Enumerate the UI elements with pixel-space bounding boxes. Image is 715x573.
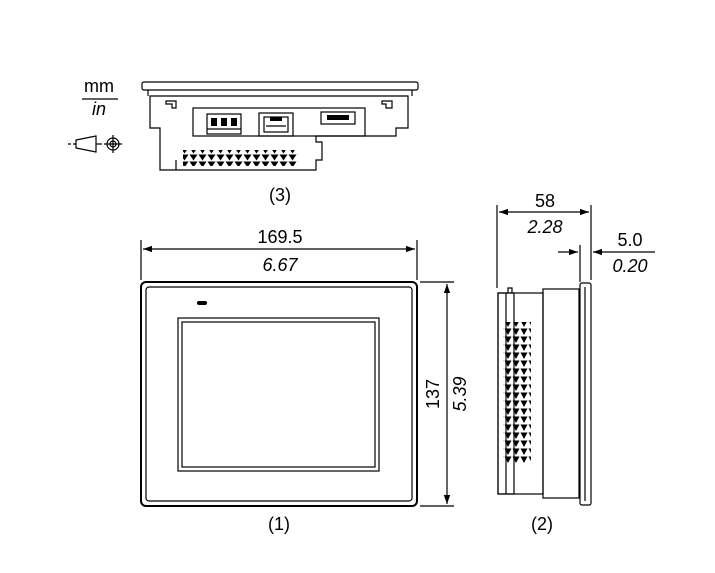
side-view: (2)	[497, 282, 592, 534]
bezel-dimension: 5.0 0.20	[558, 230, 655, 282]
mounting-clip-right	[381, 100, 393, 109]
top-view-bezel	[141, 81, 419, 91]
bezel-mm-value: 5.0	[617, 230, 642, 250]
front-bezel-inner	[145, 286, 413, 502]
ethernet-port	[258, 112, 294, 137]
front-view-caption: (1)	[268, 514, 290, 534]
display-screen	[181, 321, 376, 468]
front-view: (1)	[140, 281, 418, 534]
side-view-caption: (2)	[531, 514, 553, 534]
depth-mm-value: 58	[535, 191, 555, 211]
top-view: (3)	[141, 81, 419, 205]
unit-mm-label: mm	[84, 76, 114, 96]
width-in-value: 6.67	[262, 255, 298, 275]
height-in-value: 5.39	[450, 376, 470, 411]
side-view-frame	[542, 288, 580, 499]
third-angle-projection-icon	[68, 135, 122, 153]
depth-dimension: 58 2.28	[496, 191, 592, 288]
height-mm-value: 137	[423, 379, 443, 409]
power-connector	[206, 113, 242, 135]
mounting-clip-left	[165, 100, 177, 109]
top-view-vents	[183, 150, 298, 166]
side-view-vents	[503, 322, 531, 464]
units-legend: mm in	[68, 76, 122, 153]
side-view-bezel	[579, 282, 592, 506]
width-mm-value: 169.5	[257, 227, 302, 247]
depth-in-value: 2.28	[526, 217, 562, 237]
top-view-caption: (3)	[269, 185, 291, 205]
bezel-in-value: 0.20	[612, 256, 647, 276]
display-frame	[177, 317, 380, 472]
usb-port	[320, 111, 356, 125]
front-bezel-outer	[140, 281, 418, 507]
top-view-housing	[149, 95, 409, 171]
height-dimension: 137 5.39	[420, 281, 470, 507]
unit-in-label: in	[92, 99, 106, 119]
status-led	[197, 301, 207, 305]
width-dimension: 169.5 6.67	[140, 227, 418, 280]
